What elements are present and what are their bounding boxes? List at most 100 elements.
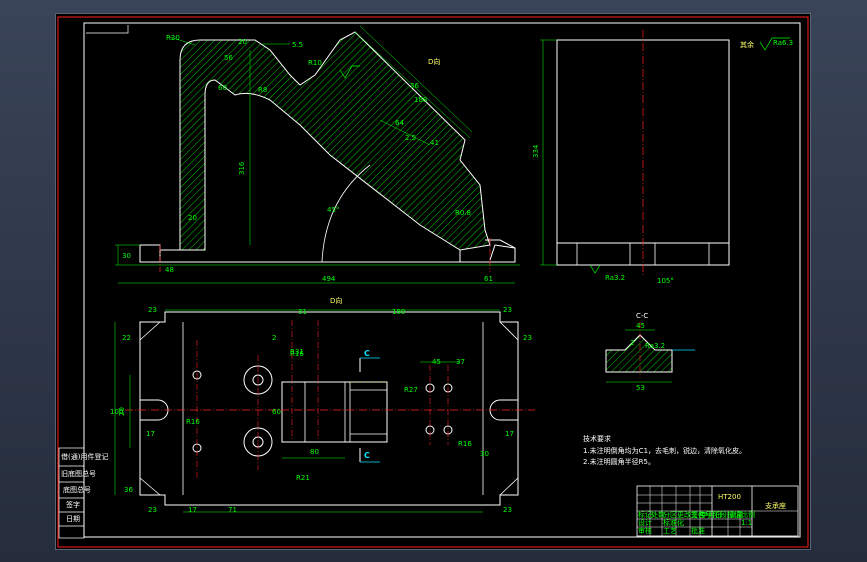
front-dim-18: 61 xyxy=(484,275,493,283)
front-dim-5: 60 xyxy=(218,84,227,92)
front-dim-0: R20 xyxy=(166,34,180,42)
tb-cell-12: 重量 xyxy=(729,511,743,519)
inner-border xyxy=(83,22,801,538)
tb-cell-11: 阶段标记 xyxy=(713,510,741,519)
material-label: HT200 xyxy=(718,493,741,501)
top-dim-21: 23 xyxy=(148,506,157,514)
tb-cell-4: 签名 xyxy=(691,510,705,519)
section-view: C-C 45 2 Ra3.2 53 xyxy=(605,312,695,392)
tb-cell-1: 处数 xyxy=(651,510,665,519)
tb-cell-7: 标准化 xyxy=(663,518,684,527)
front-dim-15: 30 xyxy=(122,252,131,260)
tech-item-0: 1.未注明倒角均为C1，去毛刺，锐边，清除氧化皮。 xyxy=(583,446,746,455)
section-dim-0: 45 xyxy=(636,322,645,330)
top-dim-5: 23 xyxy=(523,334,532,342)
top-dim-2: 31 xyxy=(298,308,307,316)
front-view-body xyxy=(160,31,491,251)
front-dim-10: 41 xyxy=(430,139,439,147)
roughness-value: Ra6.3 xyxy=(773,39,793,47)
section-marker-top: C xyxy=(364,349,370,358)
section-dim-1: 2 xyxy=(630,339,634,347)
top-dim-12: 60 xyxy=(272,408,281,416)
top-dim-22: 17 xyxy=(188,506,197,514)
front-view: R20 20 56 5.5 R10 60 R8 36 316 45° 41 64… xyxy=(115,25,520,284)
top-view: C C D向 23 22 31 180 23 23 R31 2 45 37 R2… xyxy=(110,296,535,514)
top-dim-6: R31 xyxy=(290,348,304,356)
tb-cell-9: 工艺 xyxy=(663,527,677,535)
top-dim-7: 2 xyxy=(272,334,276,342)
center-rib xyxy=(281,381,388,443)
tb-cell-0: 标记 xyxy=(638,510,652,519)
top-dim-4: 23 xyxy=(503,306,512,314)
side-bottom-roughness: Ra3.2 xyxy=(605,274,625,282)
front-dim-2: 56 xyxy=(224,54,233,62)
tb-cell-13: 比例 xyxy=(741,510,755,519)
top-dim-20: R21 xyxy=(296,474,310,482)
section-label: C-C xyxy=(636,312,648,320)
section-dim-2: Ra3.2 xyxy=(645,342,665,350)
side-label-4: 日期 xyxy=(66,515,80,523)
top-dim-18: 30 xyxy=(480,450,489,458)
corner-mark xyxy=(86,25,129,34)
top-dim-3: 180 xyxy=(392,308,405,316)
tb-cell-14: 1:1 xyxy=(741,519,752,527)
front-dim-14: 20 xyxy=(188,214,197,222)
front-view-label: D向 xyxy=(428,57,440,66)
front-dim-13: 2.5 xyxy=(405,134,416,142)
top-dim-19: 80 xyxy=(310,448,319,456)
front-dim-17: 494 xyxy=(322,275,336,283)
top-view-title: D向 xyxy=(330,296,342,305)
section-dim-3: 53 xyxy=(636,384,645,392)
section-marker-bottom: C xyxy=(364,451,370,460)
tb-cell-6: 设计 xyxy=(638,518,652,527)
roughness-mark xyxy=(339,65,360,79)
top-dim-23: 71 xyxy=(228,506,237,514)
angle-arc xyxy=(321,164,371,263)
front-dim-3: 5.5 xyxy=(292,41,303,49)
section-profile xyxy=(605,334,673,373)
side-bottom-dim: 105° xyxy=(657,277,674,285)
top-dim-10: R27 xyxy=(404,386,418,394)
tech-item-1: 2.未注明圆角半径R5。 xyxy=(583,457,655,466)
title-block: HT200 支承座 标记 处数 分区 更改文件号 签名 年月日 设计 标准化 审… xyxy=(636,485,799,537)
top-dim-14: R16 xyxy=(458,440,472,448)
front-dim-4: R10 xyxy=(308,59,322,67)
front-dim-1: 20 xyxy=(238,38,247,46)
top-dim-1: 22 xyxy=(122,334,131,342)
front-dim-8: 316 xyxy=(238,161,246,175)
side-label-column: 借(通)用件登记 旧底图总号 底图总号 签字 日期 xyxy=(58,447,108,539)
tech-requirements: 技术要求 1.未注明倒角均为C1，去毛刺，锐边，清除氧化皮。 2.未注明圆角半径… xyxy=(583,434,746,466)
side-view: 334 其余 Ra6.3 Ra3.2 105° xyxy=(532,30,793,285)
outer-border xyxy=(57,16,809,548)
tb-cell-3: 更改文件号 xyxy=(677,510,712,519)
top-dim-17: 20 xyxy=(118,407,126,416)
front-dim-12: 188 xyxy=(414,96,427,104)
top-view-outline xyxy=(139,311,519,506)
side-height-dim: 334 xyxy=(532,144,540,158)
front-dim-19: R0.8 xyxy=(455,209,471,217)
top-dim-0: 23 xyxy=(148,306,157,314)
side-label-0: 借(通)用件登记 xyxy=(61,452,108,461)
side-label-2: 底图总号 xyxy=(63,485,91,494)
top-dim-8: 45 xyxy=(432,358,441,366)
tb-cell-5: 年月日 xyxy=(701,510,722,519)
top-dim-13: R16 xyxy=(186,418,200,426)
top-dim-25: R16 xyxy=(290,350,304,358)
roughness-note: 其余 xyxy=(740,40,754,49)
tb-cell-2: 分区 xyxy=(663,510,677,519)
top-dim-11: 100 xyxy=(110,408,123,416)
front-dim-7: 36 xyxy=(410,82,419,90)
top-dim-26: 36 xyxy=(124,486,133,494)
top-dim-9: 37 xyxy=(456,358,465,366)
top-dim-16: 17 xyxy=(505,430,514,438)
front-dim-6: R8 xyxy=(258,86,267,94)
front-dim-16: 48 xyxy=(165,266,174,274)
front-dim-11: 64 xyxy=(395,119,404,127)
top-dim-15: 17 xyxy=(146,430,155,438)
tech-heading: 技术要求 xyxy=(583,434,611,443)
drawing-name: 支承座 xyxy=(765,501,786,510)
side-label-1: 旧底图总号 xyxy=(61,469,96,478)
top-dim-24: 23 xyxy=(503,506,512,514)
tb-cell-8: 审核 xyxy=(638,526,652,535)
